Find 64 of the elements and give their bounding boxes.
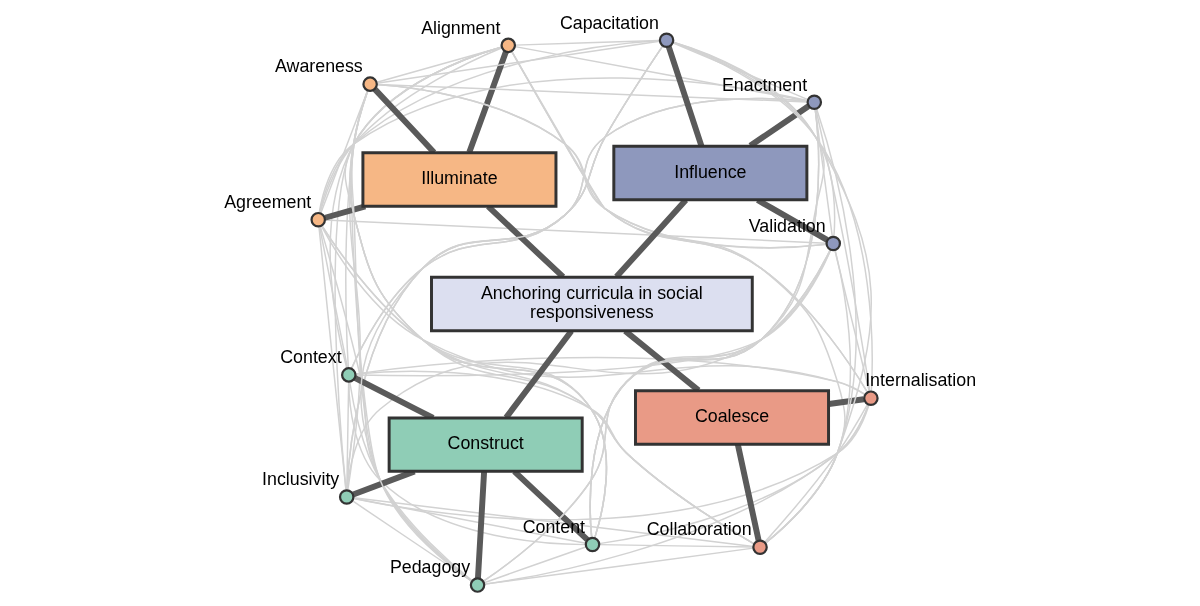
node-box: Coalesce — [633, 389, 830, 446]
node-box: Illuminate — [360, 151, 557, 208]
connector — [375, 40, 660, 84]
connector — [672, 42, 809, 101]
node-label: Internalisation — [864, 370, 976, 391]
node-circle — [469, 577, 485, 593]
connector — [833, 249, 870, 393]
node-circle — [309, 211, 326, 228]
connector — [359, 45, 664, 582]
connector — [318, 39, 660, 214]
connector — [665, 45, 704, 147]
node-circle — [862, 390, 879, 406]
node-circle — [751, 539, 768, 556]
node-circle — [338, 489, 354, 505]
node-circle — [806, 94, 822, 111]
node-circle — [340, 367, 357, 383]
node-label: Agreement — [223, 191, 311, 212]
node-label: Capacitation — [559, 12, 659, 33]
connector — [350, 46, 502, 582]
connector — [671, 41, 835, 238]
node-circle — [824, 235, 841, 252]
connector — [482, 546, 586, 584]
connector — [348, 381, 473, 582]
connector — [318, 47, 502, 214]
connector — [763, 403, 868, 543]
connector — [813, 108, 833, 238]
connector — [672, 41, 873, 393]
node-circle — [500, 37, 516, 54]
connector — [323, 219, 827, 244]
node-label: Awareness — [274, 56, 363, 77]
connector — [319, 90, 368, 214]
connector — [318, 225, 473, 582]
connector — [481, 248, 831, 583]
node-label: Alignment — [420, 17, 500, 38]
connector — [375, 83, 868, 394]
node-box: Construct — [387, 416, 584, 473]
node-box: Anchoring curricula in social responsiveness — [429, 275, 754, 333]
connector — [323, 203, 366, 221]
connector — [482, 403, 869, 585]
connector — [671, 41, 872, 544]
node-label: Collaboration — [646, 519, 752, 540]
node-label: Pedagogy — [389, 557, 470, 578]
node-label: Context — [279, 347, 342, 368]
connector — [375, 83, 827, 249]
connector — [317, 77, 808, 214]
connector — [598, 543, 754, 548]
node-label: Enactment — [721, 74, 807, 95]
connector — [354, 249, 831, 377]
connector — [598, 403, 869, 545]
connector — [483, 547, 754, 585]
connector — [513, 39, 660, 46]
connector — [320, 225, 866, 396]
node-label: Inclusivity — [261, 469, 339, 490]
connector — [510, 50, 827, 249]
node-circle — [658, 32, 674, 49]
connector — [474, 471, 487, 579]
connector — [814, 108, 870, 392]
connector — [510, 50, 846, 544]
connector — [510, 50, 868, 394]
node-circle — [361, 76, 378, 92]
node-circle — [584, 536, 600, 553]
connector — [352, 404, 870, 521]
node-box: Influence — [611, 144, 808, 202]
connector — [352, 497, 754, 548]
